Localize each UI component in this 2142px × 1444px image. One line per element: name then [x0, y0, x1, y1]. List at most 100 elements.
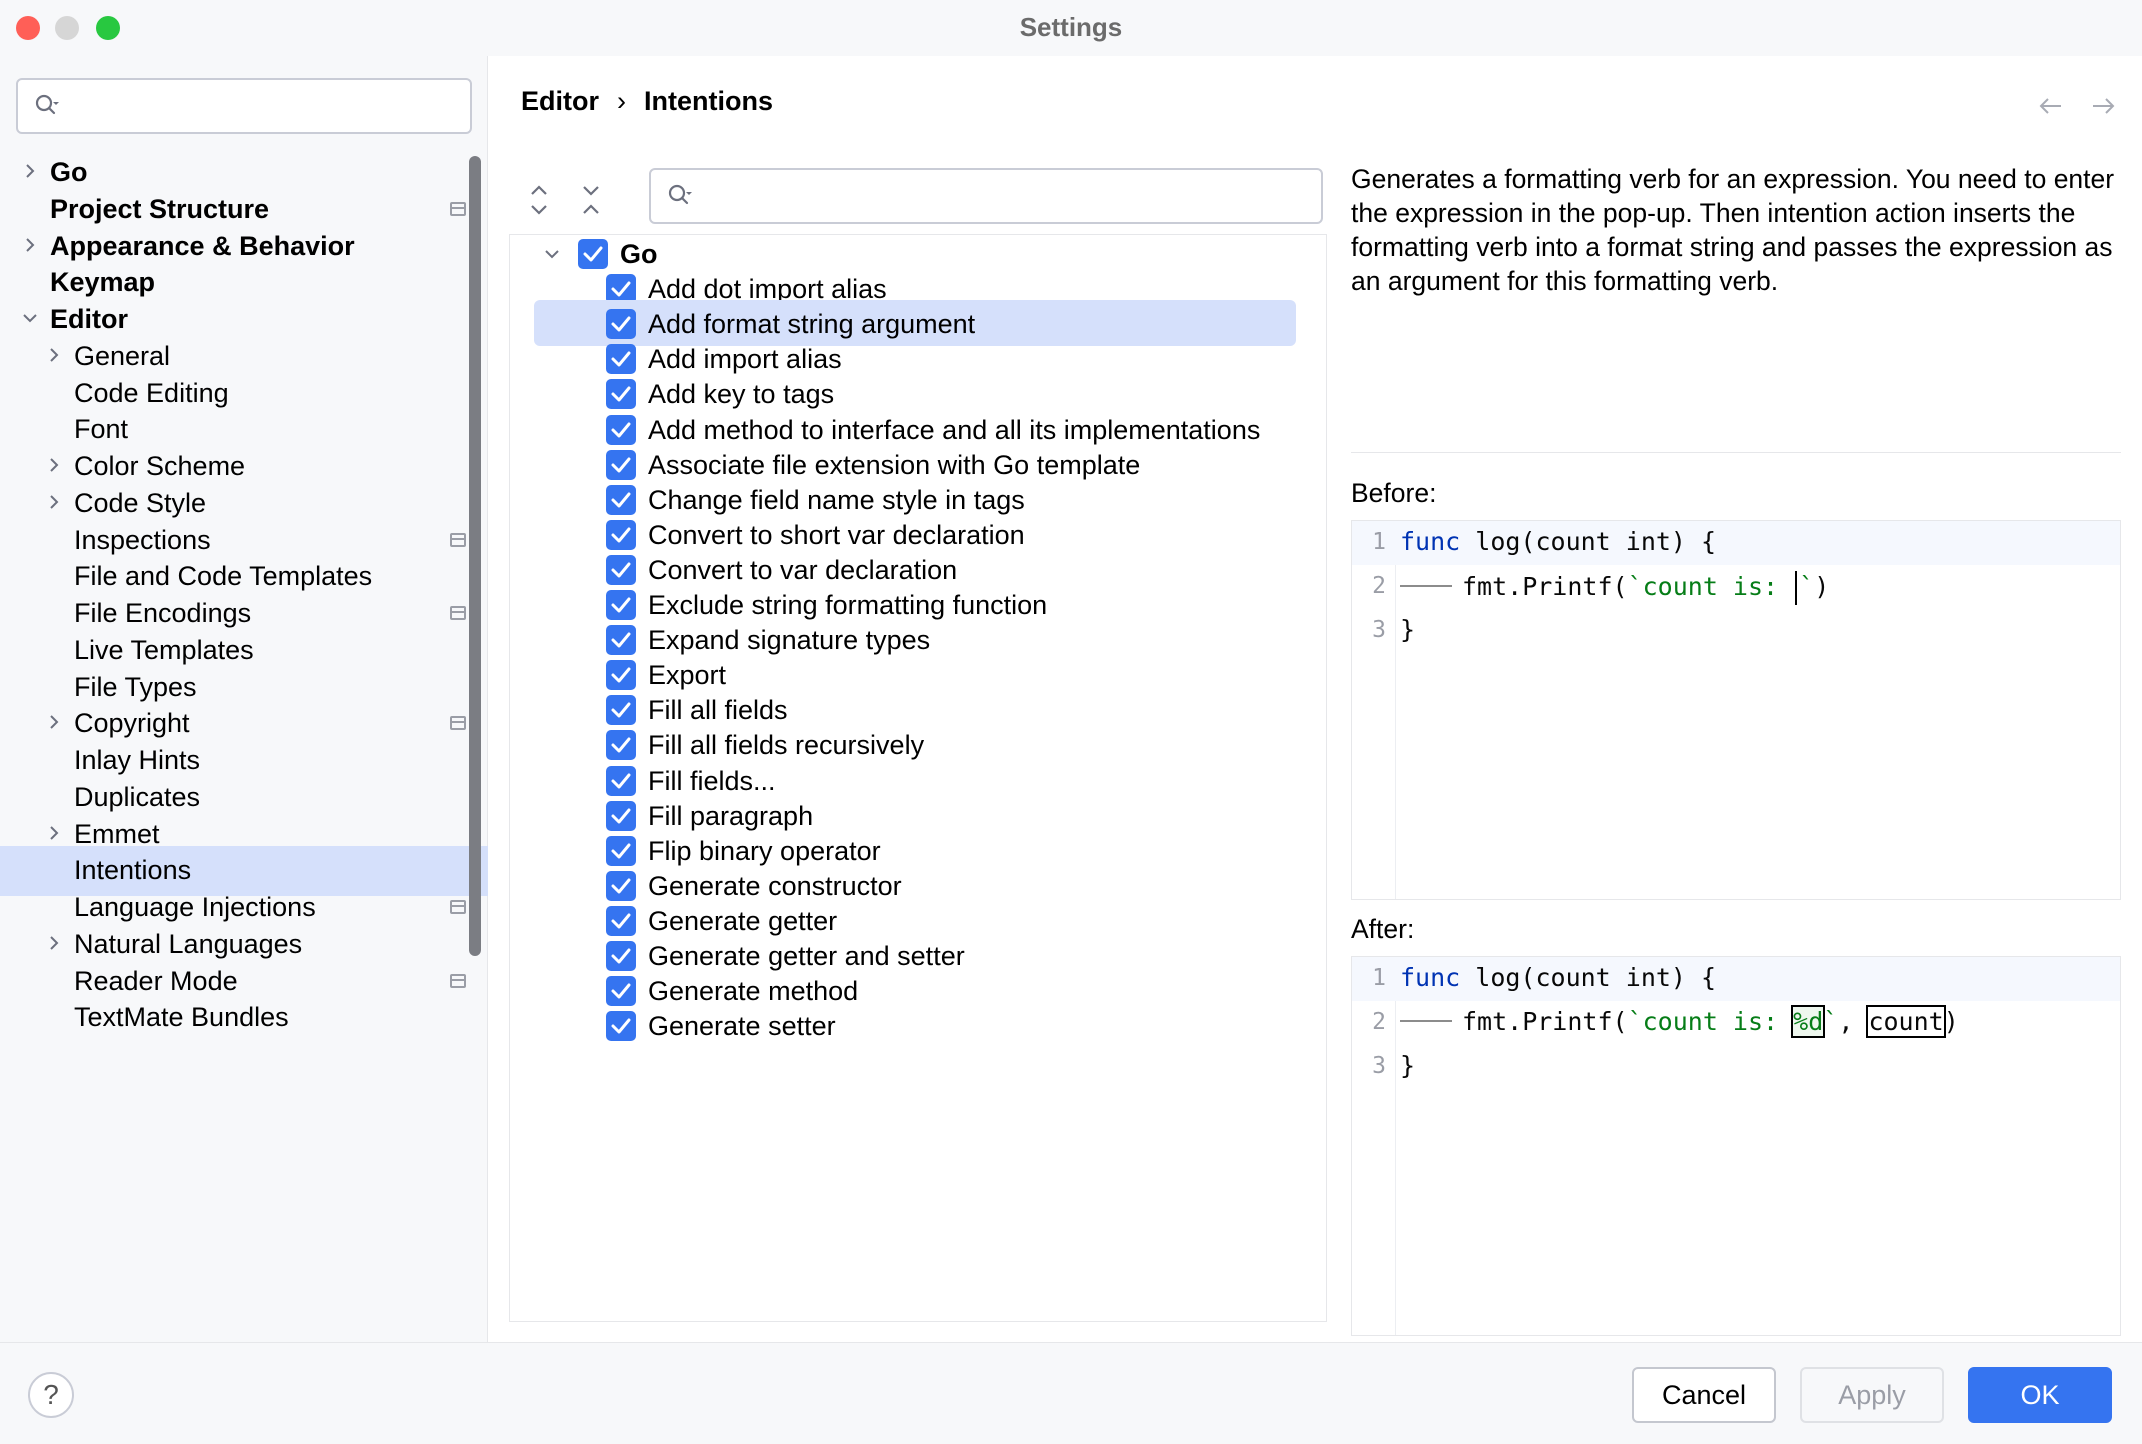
close-window-button[interactable] [16, 16, 40, 40]
intention-checkbox[interactable] [606, 765, 636, 796]
intention-checkbox[interactable] [606, 730, 636, 761]
intention-item[interactable]: Associate file extension with Go templat… [510, 441, 1326, 489]
ok-button[interactable]: OK [1968, 1367, 2112, 1423]
chevron-right-icon[interactable] [20, 235, 40, 255]
sidebar-item-live-templates[interactable]: Live Templates [0, 626, 488, 676]
sidebar-item-code-style[interactable]: Code Style [0, 479, 488, 529]
chevron-right-icon[interactable] [44, 345, 64, 365]
line-gutter [1352, 957, 1396, 1335]
intention-item[interactable]: Add import alias [510, 335, 1326, 383]
sidebar-item-appearance-behavior[interactable]: Appearance & Behavior [0, 222, 488, 272]
chevron-right-icon[interactable] [44, 712, 64, 732]
intention-checkbox[interactable] [606, 344, 636, 375]
intention-item[interactable]: Fill paragraph [510, 792, 1326, 840]
intention-checkbox[interactable] [606, 379, 636, 410]
sidebar-item-editor[interactable]: Editor [0, 295, 488, 345]
intention-checkbox[interactable] [606, 414, 636, 445]
chevron-right-icon[interactable] [44, 455, 64, 475]
intention-checkbox[interactable] [606, 519, 636, 550]
chevron-right-icon[interactable] [20, 161, 40, 181]
sidebar-item-code-editing[interactable]: Code Editing [0, 369, 488, 419]
sidebar-item-go[interactable]: Go [0, 148, 488, 198]
sidebar-item-keymap[interactable]: Keymap [0, 258, 488, 308]
intention-item[interactable]: Fill fields... [510, 757, 1326, 805]
sidebar-item-copyright[interactable]: Copyright [0, 699, 488, 749]
intention-label: Generate constructor [648, 870, 902, 901]
sidebar-item-duplicates[interactable]: Duplicates [0, 773, 488, 823]
intention-item[interactable]: Add key to tags [510, 370, 1326, 418]
intention-checkbox[interactable] [606, 625, 636, 656]
intention-item[interactable]: Add format string argument [510, 300, 1326, 348]
breadcrumb-editor[interactable]: Editor [521, 86, 599, 116]
intention-checkbox[interactable] [606, 800, 636, 831]
sidebar-item-font[interactable]: Font [0, 405, 488, 455]
intention-item[interactable]: Generate method [510, 967, 1326, 1015]
group-checkbox[interactable] [578, 239, 608, 269]
cancel-button[interactable]: Cancel [1632, 1367, 1776, 1423]
sidebar-item-textmate-bundles[interactable]: TextMate Bundles [0, 993, 488, 1043]
sidebar-scrollbar[interactable] [469, 156, 481, 956]
sidebar-item-natural-languages[interactable]: Natural Languages [0, 920, 488, 970]
intention-checkbox[interactable] [606, 695, 636, 726]
intention-item[interactable]: Change field name style in tags [510, 476, 1326, 524]
intention-checkbox[interactable] [606, 870, 636, 901]
sidebar-item-file-types[interactable]: File Types [0, 663, 488, 713]
sidebar-search-input[interactable] [16, 78, 472, 134]
intention-item[interactable]: Generate getter [510, 897, 1326, 945]
intention-item[interactable]: Fill all fields recursively [510, 721, 1326, 769]
intention-group-go[interactable]: Go [510, 235, 1326, 278]
intention-item[interactable]: Fill all fields [510, 686, 1326, 734]
intention-checkbox[interactable] [606, 835, 636, 866]
chevron-right-icon[interactable] [44, 933, 64, 953]
intentions-search-input[interactable] [649, 168, 1323, 224]
intention-item[interactable]: Flip binary operator [510, 827, 1326, 875]
apply-button[interactable]: Apply [1800, 1367, 1944, 1423]
sidebar-item-file-encodings[interactable]: File Encodings [0, 589, 488, 639]
sidebar-item-language-injections[interactable]: Language Injections [0, 883, 488, 933]
sidebar-item-project-structure[interactable]: Project Structure [0, 185, 488, 235]
chevron-right-icon[interactable] [44, 492, 64, 512]
intention-item[interactable]: Add dot import alias [510, 265, 1326, 313]
back-arrow-icon[interactable] [2037, 92, 2065, 120]
sidebar-item-reader-mode[interactable]: Reader Mode [0, 957, 488, 1007]
chevron-down-icon[interactable] [20, 308, 40, 328]
sidebar-item-file-and-code-templates[interactable]: File and Code Templates [0, 552, 488, 602]
intention-item[interactable]: Generate getter and setter [510, 932, 1326, 980]
sidebar-item-inspections[interactable]: Inspections [0, 516, 488, 566]
intention-item[interactable]: Generate setter [510, 1002, 1326, 1050]
sidebar-item-color-scheme[interactable]: Color Scheme [0, 442, 488, 492]
intention-checkbox[interactable] [606, 976, 636, 1007]
intention-checkbox[interactable] [606, 941, 636, 971]
zoom-window-button[interactable] [96, 16, 120, 40]
intention-item[interactable]: Add method to interface and all its impl… [510, 406, 1326, 454]
intention-checkbox[interactable] [606, 274, 636, 305]
intention-item[interactable]: Export [510, 651, 1326, 699]
intention-checkbox[interactable] [606, 660, 636, 691]
intention-checkbox[interactable] [606, 449, 636, 480]
intention-item[interactable]: Convert to short var declaration [510, 511, 1326, 559]
code-text: fmt.Printf( [1462, 572, 1628, 601]
sidebar-item-intentions[interactable]: Intentions [0, 846, 488, 897]
intention-checkbox[interactable] [606, 484, 636, 515]
intention-checkbox[interactable] [606, 1011, 636, 1042]
collapse-all-icon[interactable] [575, 180, 607, 220]
sidebar-item-label: File Types [74, 671, 197, 702]
chevron-down-icon[interactable] [542, 244, 562, 264]
help-button[interactable]: ? [28, 1372, 74, 1418]
sidebar-item-emmet[interactable]: Emmet [0, 810, 488, 860]
forward-arrow-icon[interactable] [2089, 92, 2117, 120]
expand-all-icon[interactable] [523, 180, 555, 220]
minimize-window-button[interactable] [55, 16, 79, 40]
intention-checkbox[interactable] [606, 905, 636, 936]
intention-item[interactable]: Convert to var declaration [510, 546, 1326, 594]
intention-checkbox[interactable] [606, 554, 636, 585]
intention-checkbox[interactable] [606, 309, 636, 340]
chevron-right-icon[interactable] [44, 823, 64, 843]
sidebar-item-inlay-hints[interactable]: Inlay Hints [0, 736, 488, 786]
intention-item[interactable]: Generate constructor [510, 862, 1326, 910]
intention-checkbox[interactable] [606, 590, 636, 620]
intention-item[interactable]: Exclude string formatting function [510, 581, 1326, 629]
sidebar-item-general[interactable]: General [0, 332, 488, 382]
intention-item[interactable]: Expand signature types [510, 616, 1326, 664]
